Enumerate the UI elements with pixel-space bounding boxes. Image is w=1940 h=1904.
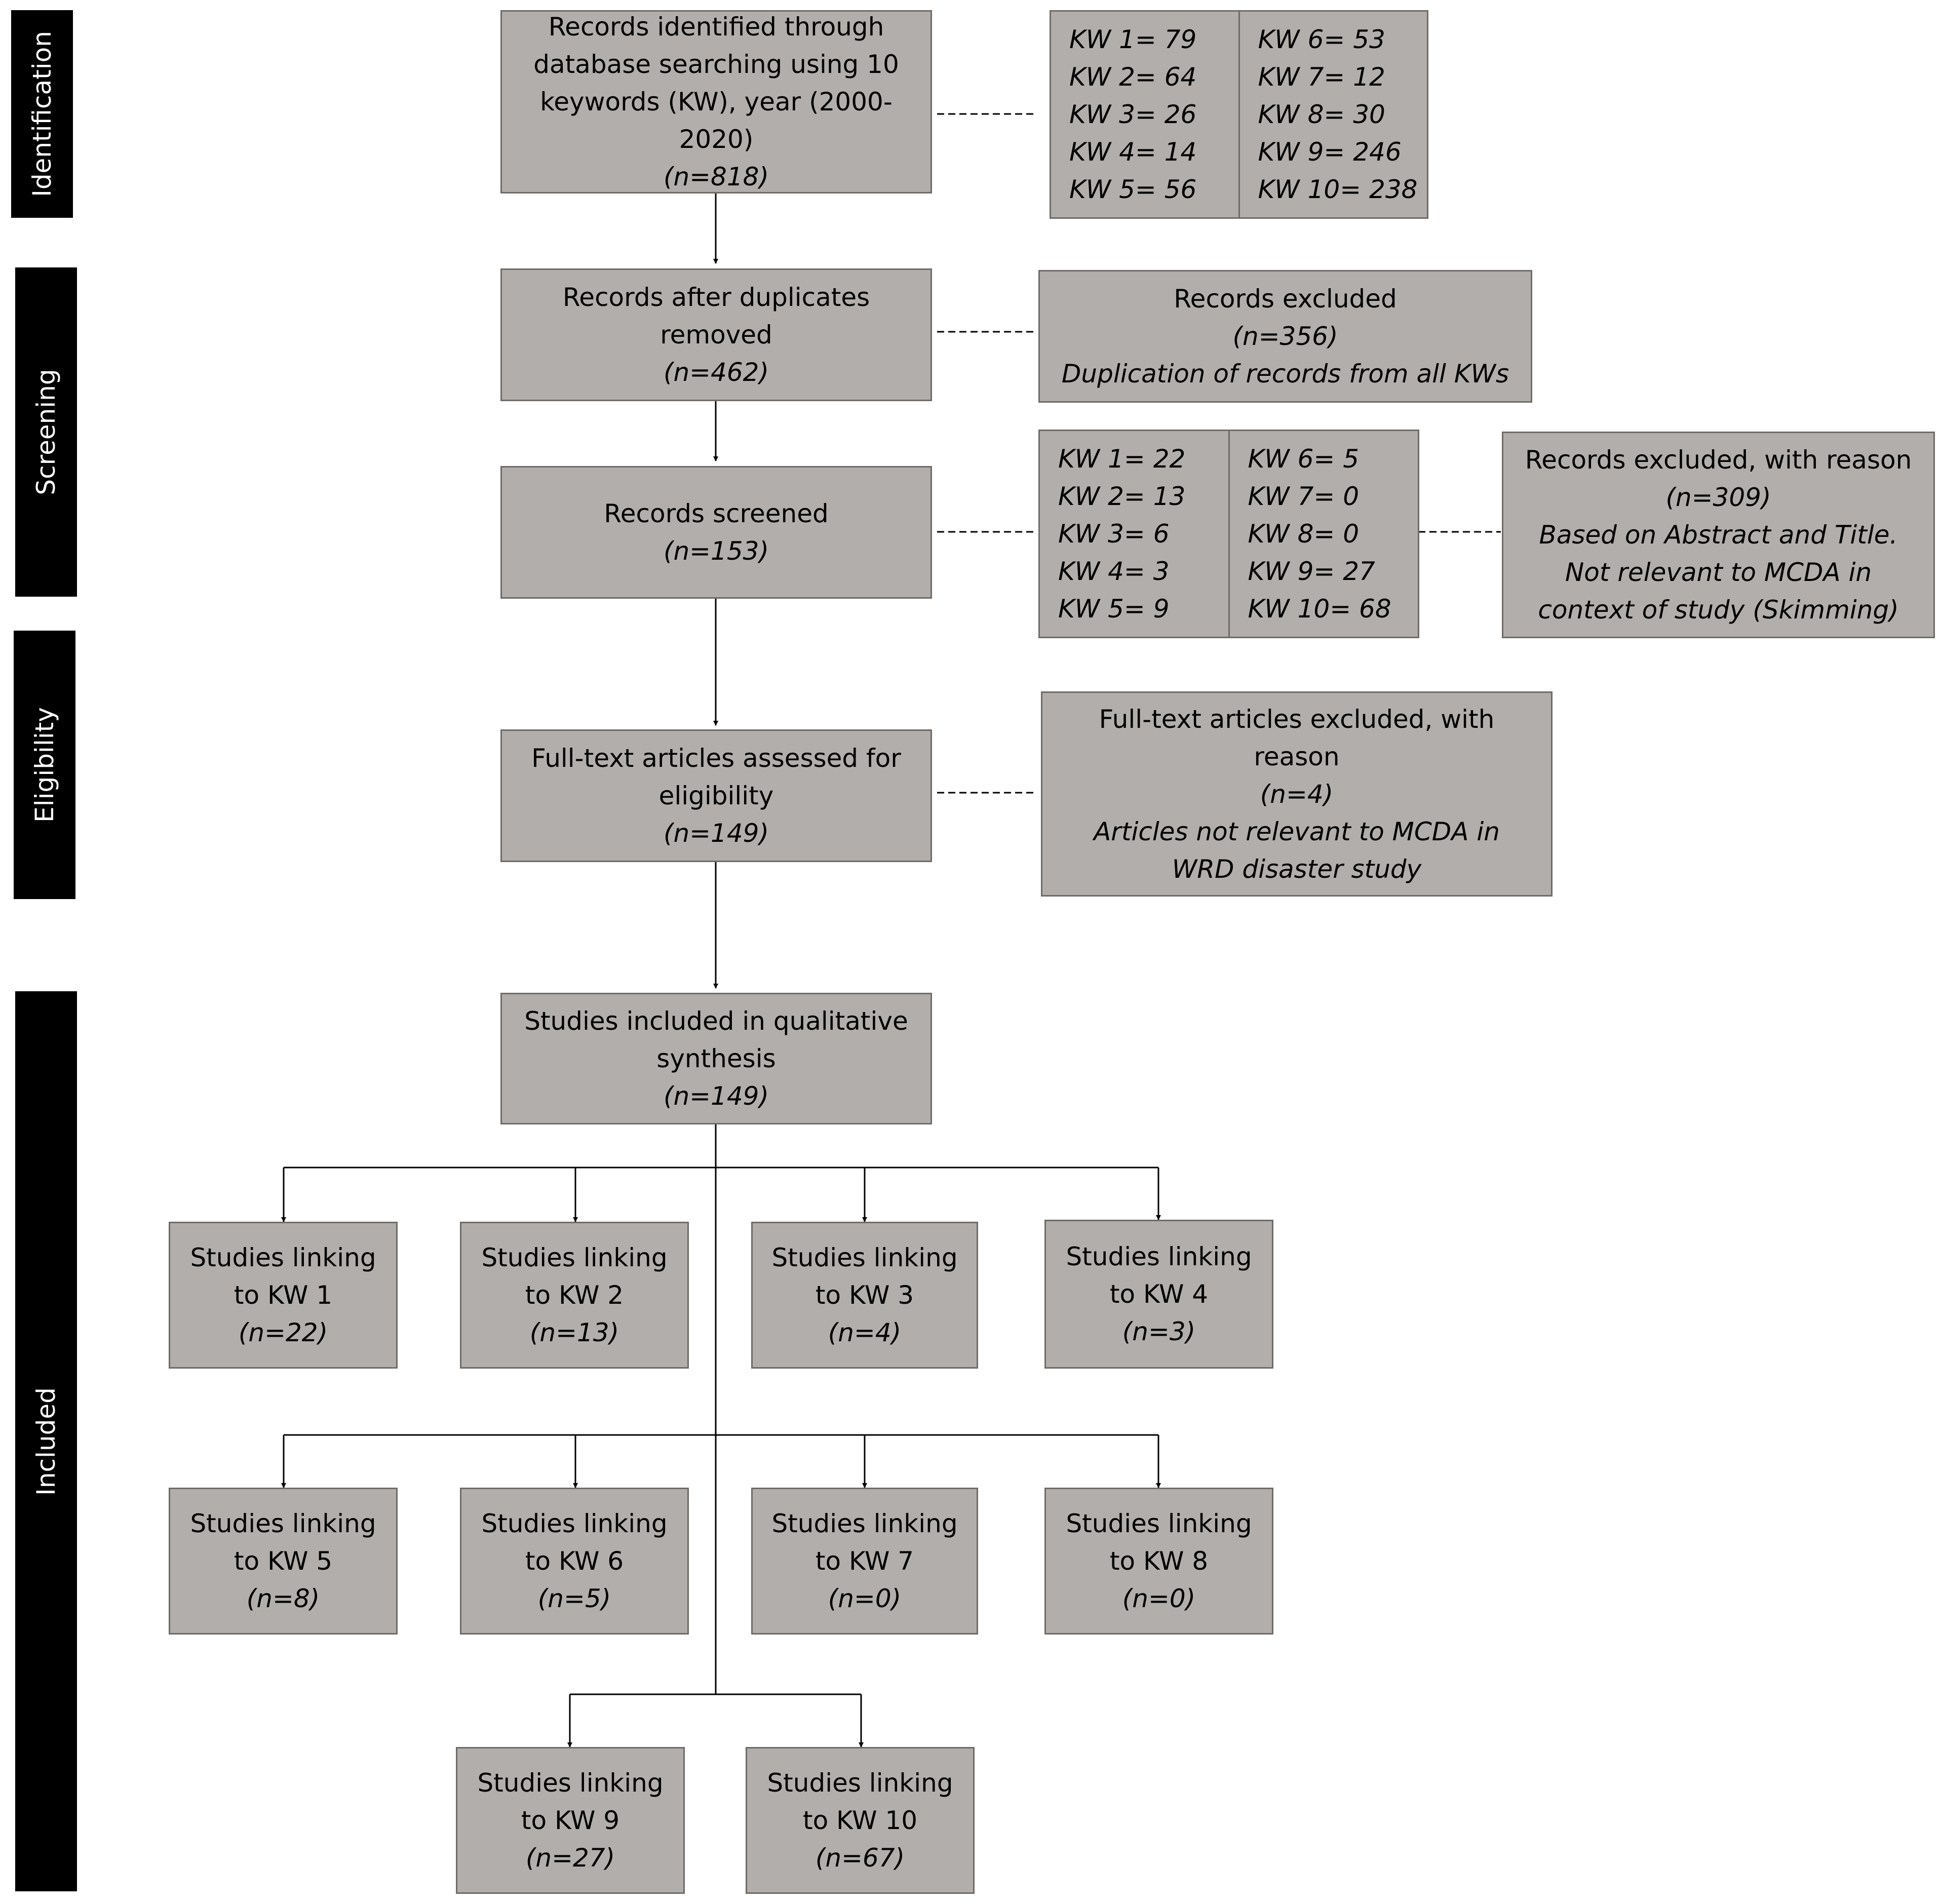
records-excluded-duplicates-box: Records excluded (n=356) Duplication of … (1038, 270, 1532, 403)
studies-kw4-box: Studies linking to KW 4 (n=3) (1044, 1220, 1273, 1369)
kw-identified-table: KW 1= 79 KW 2= 64 KW 3= 26 KW 4= 14 KW 5… (1050, 10, 1428, 219)
stage-label: Included (31, 1387, 61, 1496)
stage-eligibility: Eligibility (14, 631, 75, 899)
records-screened-box: Records screened (n=153) (500, 466, 932, 599)
studies-kw8-box: Studies linking to KW 8 (n=0) (1044, 1488, 1273, 1635)
studies-kw2-box: Studies linking to KW 2 (n=13) (460, 1222, 689, 1369)
kw-screened-col-right: KW 6= 5 KW 7= 0 KW 8= 0 KW 9= 27 KW 10= … (1228, 431, 1418, 637)
records-after-duplicates-box: Records after duplicates removed (n=462) (500, 268, 932, 401)
stage-label: Identification (27, 31, 57, 197)
kw-screened-table: KW 1= 22 KW 2= 13 KW 3= 6 KW 4= 3 KW 5= … (1038, 430, 1419, 638)
studies-kw5-box: Studies linking to KW 5 (n=8) (169, 1488, 398, 1635)
full-text-assessed-box: Full-text articles assessed for eligibil… (500, 729, 932, 862)
studies-kw10-box: Studies linking to KW 10 (n=67) (746, 1747, 975, 1894)
studies-kw6-box: Studies linking to KW 6 (n=5) (460, 1488, 689, 1635)
stage-included: Included (15, 991, 77, 1891)
stage-label: Eligibility (30, 707, 59, 823)
kw-identified-col-left: KW 1= 79 KW 2= 64 KW 3= 26 KW 4= 14 KW 5… (1069, 25, 1197, 204)
records-excluded-reason-box: Records excluded, with reason (n=309) Ba… (1502, 432, 1935, 638)
kw-screened-col-left: KW 1= 22 KW 2= 13 KW 3= 6 KW 4= 3 KW 5= … (1058, 444, 1186, 624)
studies-kw9-box: Studies linking to KW 9 (n=27) (456, 1747, 685, 1894)
studies-kw1-box: Studies linking to KW 1 (n=22) (169, 1222, 398, 1369)
stage-screening: Screening (15, 267, 77, 597)
stage-label: Screening (31, 369, 61, 495)
stage-identification: Identification (11, 10, 73, 218)
studies-included-box: Studies included in qualitative synthesi… (500, 993, 932, 1124)
studies-kw3-box: Studies linking to KW 3 (n=4) (751, 1222, 978, 1369)
full-text-excluded-box: Full-text articles excluded, with reason… (1041, 691, 1553, 897)
studies-kw7-box: Studies linking to KW 7 (n=0) (751, 1488, 978, 1635)
kw-identified-col-right: KW 6= 53 KW 7= 12 KW 8= 30 KW 9= 246 KW … (1238, 12, 1427, 217)
records-identified-box: Records identified through database sear… (500, 10, 932, 193)
